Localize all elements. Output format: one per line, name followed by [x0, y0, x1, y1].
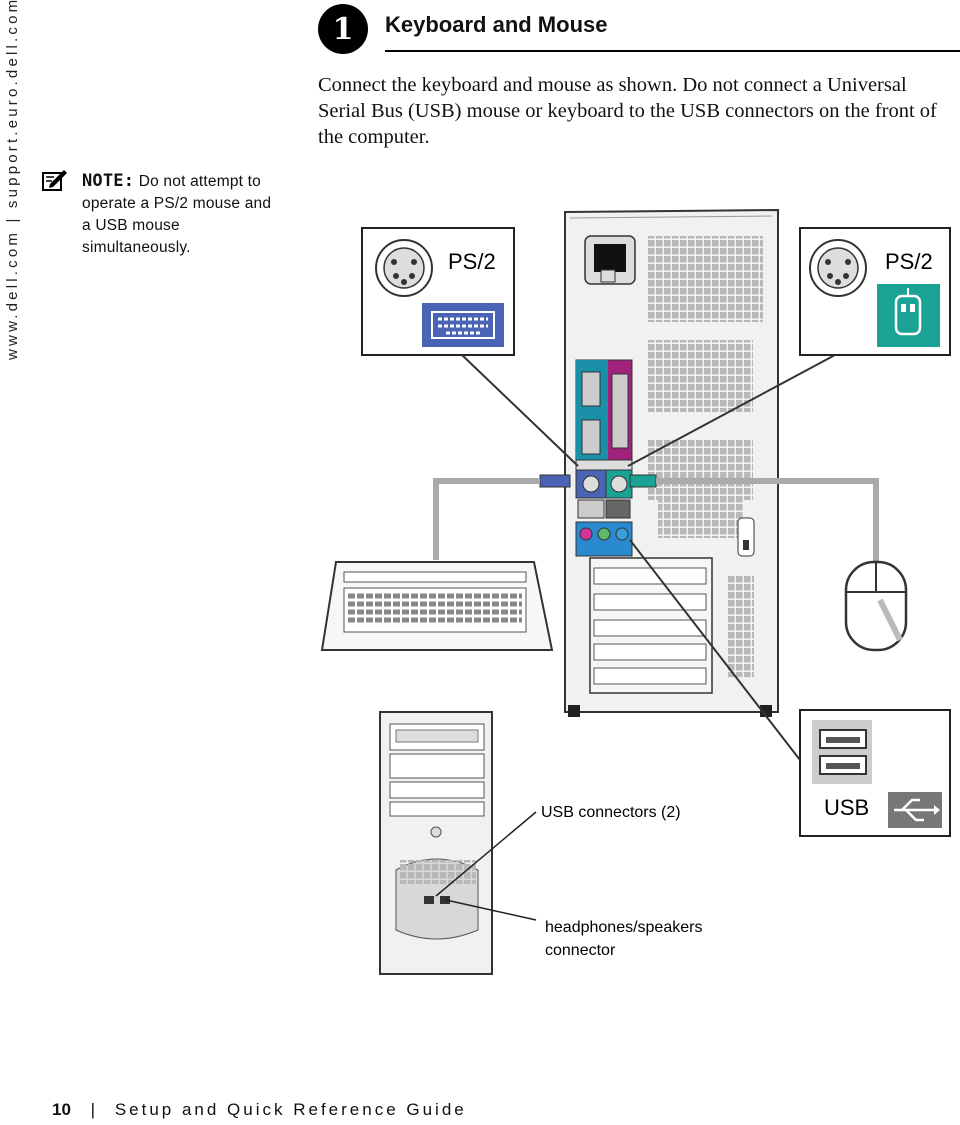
- mouse-plug: [629, 474, 657, 488]
- computer-front-view: [379, 711, 493, 975]
- callout-headphones-line2: connector: [545, 942, 616, 959]
- title-rule: [385, 50, 960, 52]
- note-text: Do not attempt to operate a PS/2 mouse a…: [82, 173, 272, 256]
- callout-headphones-line1: headphones/speakers: [545, 919, 702, 936]
- keyboard-port-label: PS/2: [448, 249, 496, 274]
- keyboard-port-callout: PS/2: [361, 227, 515, 356]
- page-footer: 10 | Setup and Quick Reference Guide: [52, 1100, 467, 1120]
- intro-paragraph: Connect the keyboard and mouse as shown.…: [318, 74, 937, 148]
- note-label: NOTE:: [82, 171, 135, 191]
- keyboard-plug: [539, 474, 571, 488]
- mouse-port-label: PS/2: [885, 249, 933, 274]
- keyboard-illustration: [320, 561, 554, 651]
- callout-usb-connectors: USB connectors (2): [541, 804, 681, 821]
- footer-title: Setup and Quick Reference Guide: [114, 1100, 467, 1119]
- mouse-port-callout: PS/2: [799, 227, 951, 356]
- usb-label: USB: [824, 795, 869, 820]
- page-number: 10: [52, 1100, 71, 1119]
- usb-callout: USB: [799, 709, 951, 837]
- step-title: Keyboard and Mouse: [385, 12, 608, 37]
- note-pencil-icon: [42, 170, 67, 191]
- mouse-illustration: [844, 560, 908, 652]
- footer-separator: |: [90, 1100, 96, 1119]
- note-block: NOTE: Do not attempt to operate a PS/2 m…: [82, 170, 282, 259]
- step-number-badge: 1: [318, 4, 368, 54]
- computer-rear-view: [539, 208, 779, 717]
